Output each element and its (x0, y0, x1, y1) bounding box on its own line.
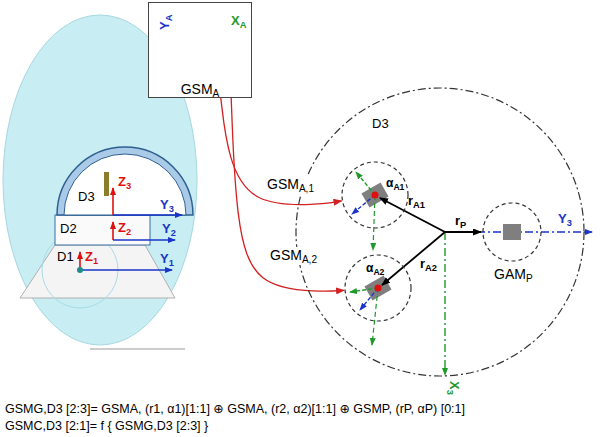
circle-outline (483, 203, 541, 261)
d1-trapezoid (20, 245, 175, 298)
axis-label: Z2 (118, 221, 131, 237)
circle-outline (341, 161, 409, 229)
vector-label: rA2 (420, 257, 437, 273)
base-line (90, 349, 185, 350)
x-axis (350, 288, 378, 292)
d3-dome-inner (64, 154, 186, 215)
section-label-box: D2 (55, 215, 150, 245)
domain-circle: GSMA,1GSMA,2 GAMP D3 (295, 87, 585, 377)
y-axis (352, 195, 375, 214)
mapping-arrow (231, 98, 344, 291)
sensor-bar (104, 172, 109, 196)
x-axis (444, 232, 445, 375)
circle-outline (342, 162, 408, 228)
formula: GSMC,D3 [2:1]= f { GSMG,D3 [2:3] } (5, 419, 208, 433)
module-circle: GSMA,1 (341, 161, 409, 229)
module-circle: GAMP (482, 202, 542, 262)
projection-line (373, 195, 375, 250)
z-axis (112, 222, 114, 240)
vector-label: rP (455, 214, 466, 230)
axis-label: YA (158, 15, 174, 30)
axis-label: Y1 (160, 252, 174, 268)
axis-label: Z3 (118, 175, 131, 191)
circle-outline (345, 255, 411, 321)
axis-label: Y3 (558, 212, 572, 228)
projection-line (372, 288, 378, 345)
angle-label: αA2 (366, 262, 384, 276)
circle-outline (344, 254, 412, 322)
axis-label: XA (231, 14, 246, 30)
d3-dome (57, 147, 193, 215)
y-axis (113, 214, 182, 216)
module-body (503, 224, 521, 240)
module-label: GSMA,2 (268, 247, 319, 265)
module-label: GSMA (181, 81, 220, 99)
origin-dot (77, 267, 83, 273)
section-label: D2 (60, 222, 77, 237)
angle-label: αA1 (386, 177, 404, 191)
module-circle: GSMA,2 (344, 254, 412, 322)
formula: GSMG,D3 [2:3]= GSMA, (r1, α1)[1:1] ⊕ GSM… (5, 402, 465, 416)
position-vectors (380, 198, 481, 285)
module-label: GAMP (494, 266, 533, 284)
y-axis (113, 239, 175, 241)
section-label-box: D1 (20, 245, 175, 298)
circle-outline (482, 202, 542, 262)
position-vector (445, 231, 481, 233)
module-label: GSMA,1 (265, 176, 316, 194)
origin-dot (372, 192, 379, 199)
module-label: D3 (372, 117, 389, 132)
axis-label: Y2 (162, 222, 176, 238)
section-label: D1 (57, 250, 74, 265)
vector-label: rA1 (408, 194, 425, 210)
axis-label: Y3 (160, 198, 174, 214)
circle-outline (296, 88, 584, 376)
axis-label: X3 (445, 381, 461, 395)
origin-dot (375, 285, 382, 292)
axis-label: Z1 (85, 250, 98, 266)
y-axis (80, 269, 172, 271)
x-axis (356, 172, 375, 195)
mapping-arrow (221, 98, 342, 205)
y-axis (360, 288, 378, 310)
section-label: D3 (78, 190, 95, 205)
z-axis (112, 188, 114, 215)
frame-axes (80, 188, 182, 270)
